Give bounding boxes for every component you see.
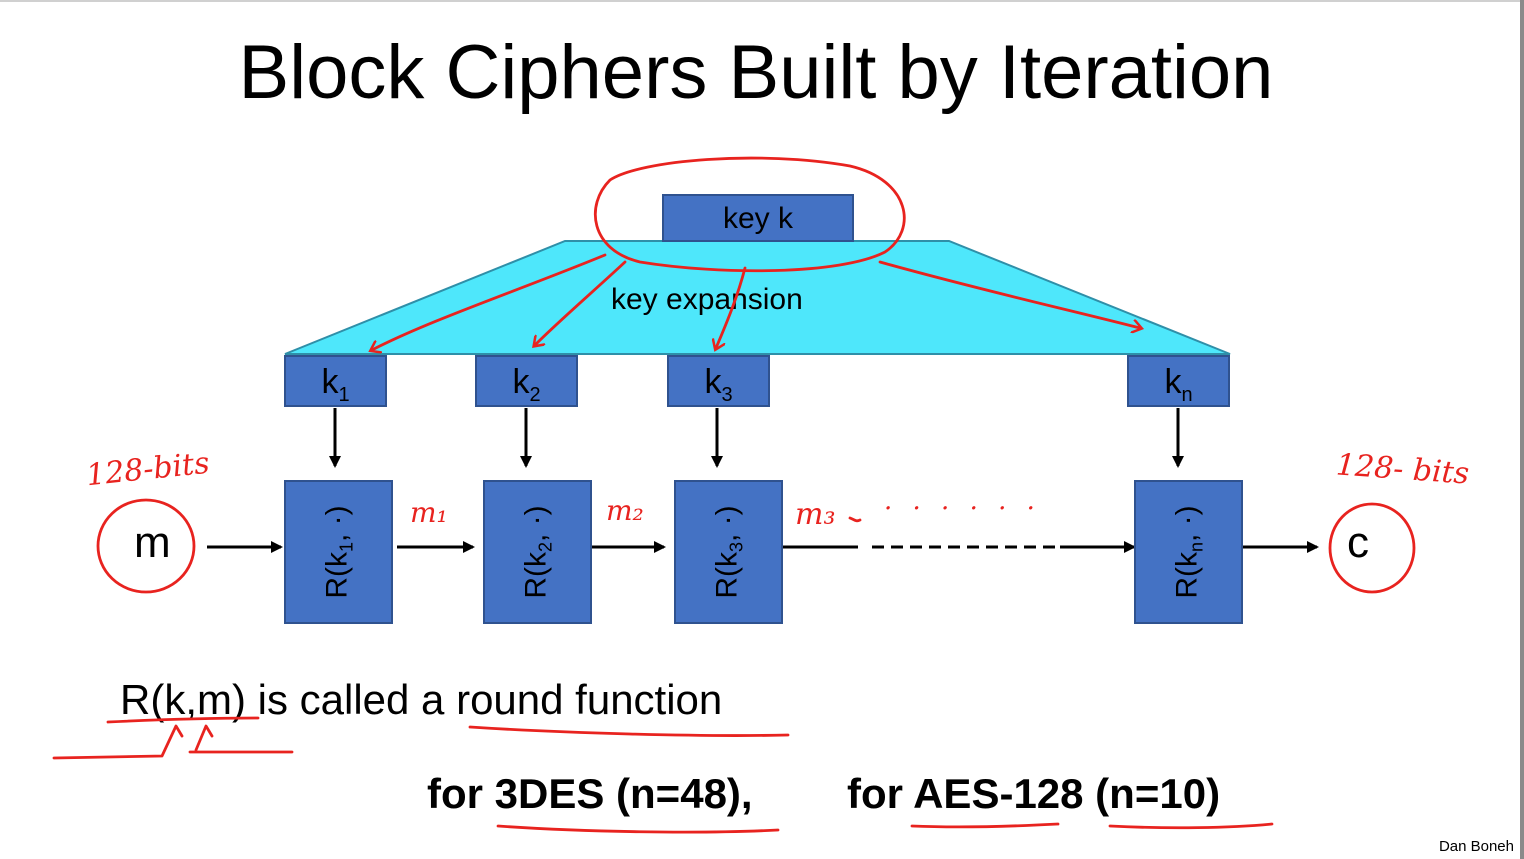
round-box-2: R(k2, ·) [483,480,592,624]
ink-bracket-right [188,724,294,754]
key-expansion-label: key expansion [611,283,803,316]
caption-term: R(k,m) [120,676,246,723]
ink-arrow-k1 [372,253,607,350]
subkey-label-2: k2 [512,363,541,406]
ink-arrow-k2 [535,260,627,345]
round-box-n: R(kn, ·) [1134,480,1243,624]
ink-m2: m₂ [606,494,644,527]
caption: R(k,m) is called a round function [120,676,723,723]
round-box-3: R(k3, ·) [674,480,783,624]
example-aes128: for AES-128 (n=10) [847,770,1221,817]
subkey-box-2: k2 [475,355,578,407]
ink-underline-round-function [468,725,790,737]
ink-bracket-left [52,724,184,760]
caption-round-function: round function [456,676,723,723]
subkey-box-1: k1 [284,355,387,407]
key-box: key k [662,194,854,242]
input-label: m [134,518,171,567]
ink-circle-c [1328,502,1416,594]
subkey-label-1: k1 [321,363,350,406]
ink-circle-m [96,498,196,594]
ink-underline-rkm [106,716,260,724]
ink-arrow-kn [878,260,1140,328]
ink-underline-n10 [1108,822,1274,830]
ink-underline-3des [496,824,780,834]
round-box-1: R(k1, ·) [284,480,393,624]
example-3des: for 3DES (n=48), [427,770,753,817]
ink-flow-squiggle [848,516,862,523]
subkey-box-3: k3 [667,355,770,407]
right-edge [1520,0,1524,859]
subkey-label-3: k3 [704,363,733,406]
output-label: c [1347,518,1369,567]
ink-underline-aes [910,822,1060,829]
subkey-box-n: kn [1127,355,1230,407]
key-label: key k [722,202,794,235]
ink-dots: · · · · · · [884,494,1041,524]
slide-title: Block Ciphers Built by Iteration [238,30,1274,115]
author-credit: Dan Boneh [1438,838,1514,855]
ink-arrow-k3 [716,266,747,348]
ink-m3: m₃ [795,497,836,532]
ink-m1: m₁ [410,496,448,529]
top-edge [0,0,1524,2]
subkey-label-n: kn [1164,363,1193,406]
ink-circle-key [594,156,906,273]
